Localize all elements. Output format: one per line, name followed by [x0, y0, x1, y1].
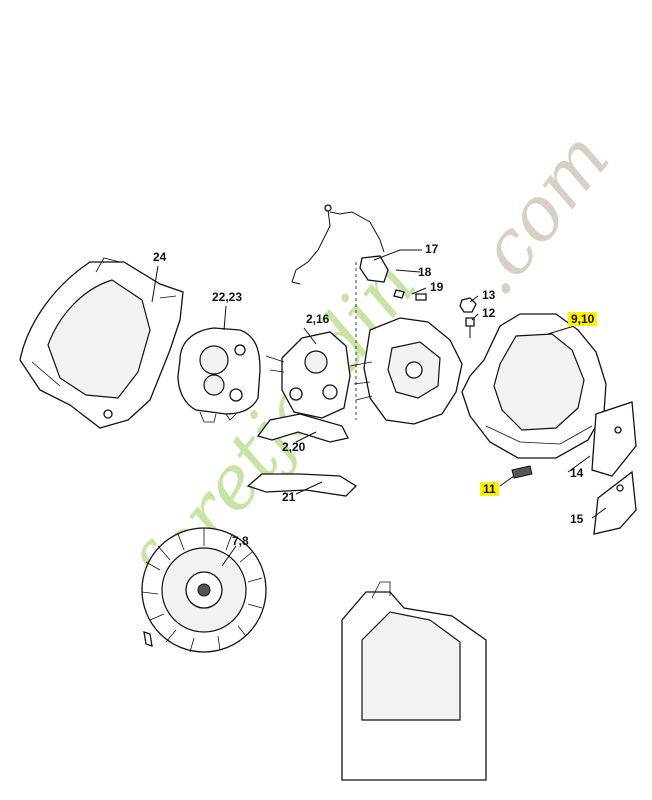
part-rod-21: [246, 473, 358, 497]
callout-13: 13: [482, 288, 496, 302]
part-cover-24: [19, 257, 184, 429]
callout-21: 21: [282, 490, 296, 504]
part-flywheel-7-8: [141, 527, 267, 653]
callout-11-highlighted: 11: [480, 482, 499, 496]
part-carburetor-2-16: [265, 331, 351, 419]
part-fan-housing-22-23: [177, 327, 261, 423]
callout-2-20: 2,20: [282, 440, 306, 454]
callout-19: 19: [430, 280, 444, 294]
part-throttle-linkage-17: [291, 204, 427, 420]
part-screw-12: [465, 317, 475, 338]
part-side-cover-15: [593, 470, 637, 535]
part-tank-housing-9-10: [461, 313, 607, 459]
part-crankcase: [349, 317, 463, 425]
callout-24: 24: [153, 250, 167, 264]
callout-18: 18: [418, 265, 432, 279]
part-lower-assembly: [341, 581, 487, 781]
leader-lines: [151, 249, 607, 567]
callout-22-23: 22,23: [212, 290, 243, 304]
part-pad-11: [511, 465, 533, 479]
callout-2-16: 2,16: [306, 312, 330, 326]
callout-17: 17: [425, 242, 439, 256]
callout-14: 14: [570, 466, 584, 480]
callout-12: 12: [482, 306, 496, 320]
part-nut-13: [459, 297, 477, 313]
callout-7-8: 7,8: [232, 534, 249, 548]
callout-15: 15: [570, 512, 584, 526]
callout-9-10-highlighted: 9,10: [568, 312, 598, 326]
part-side-cover-14: [591, 401, 637, 477]
part-lever-2-20: [256, 413, 349, 443]
